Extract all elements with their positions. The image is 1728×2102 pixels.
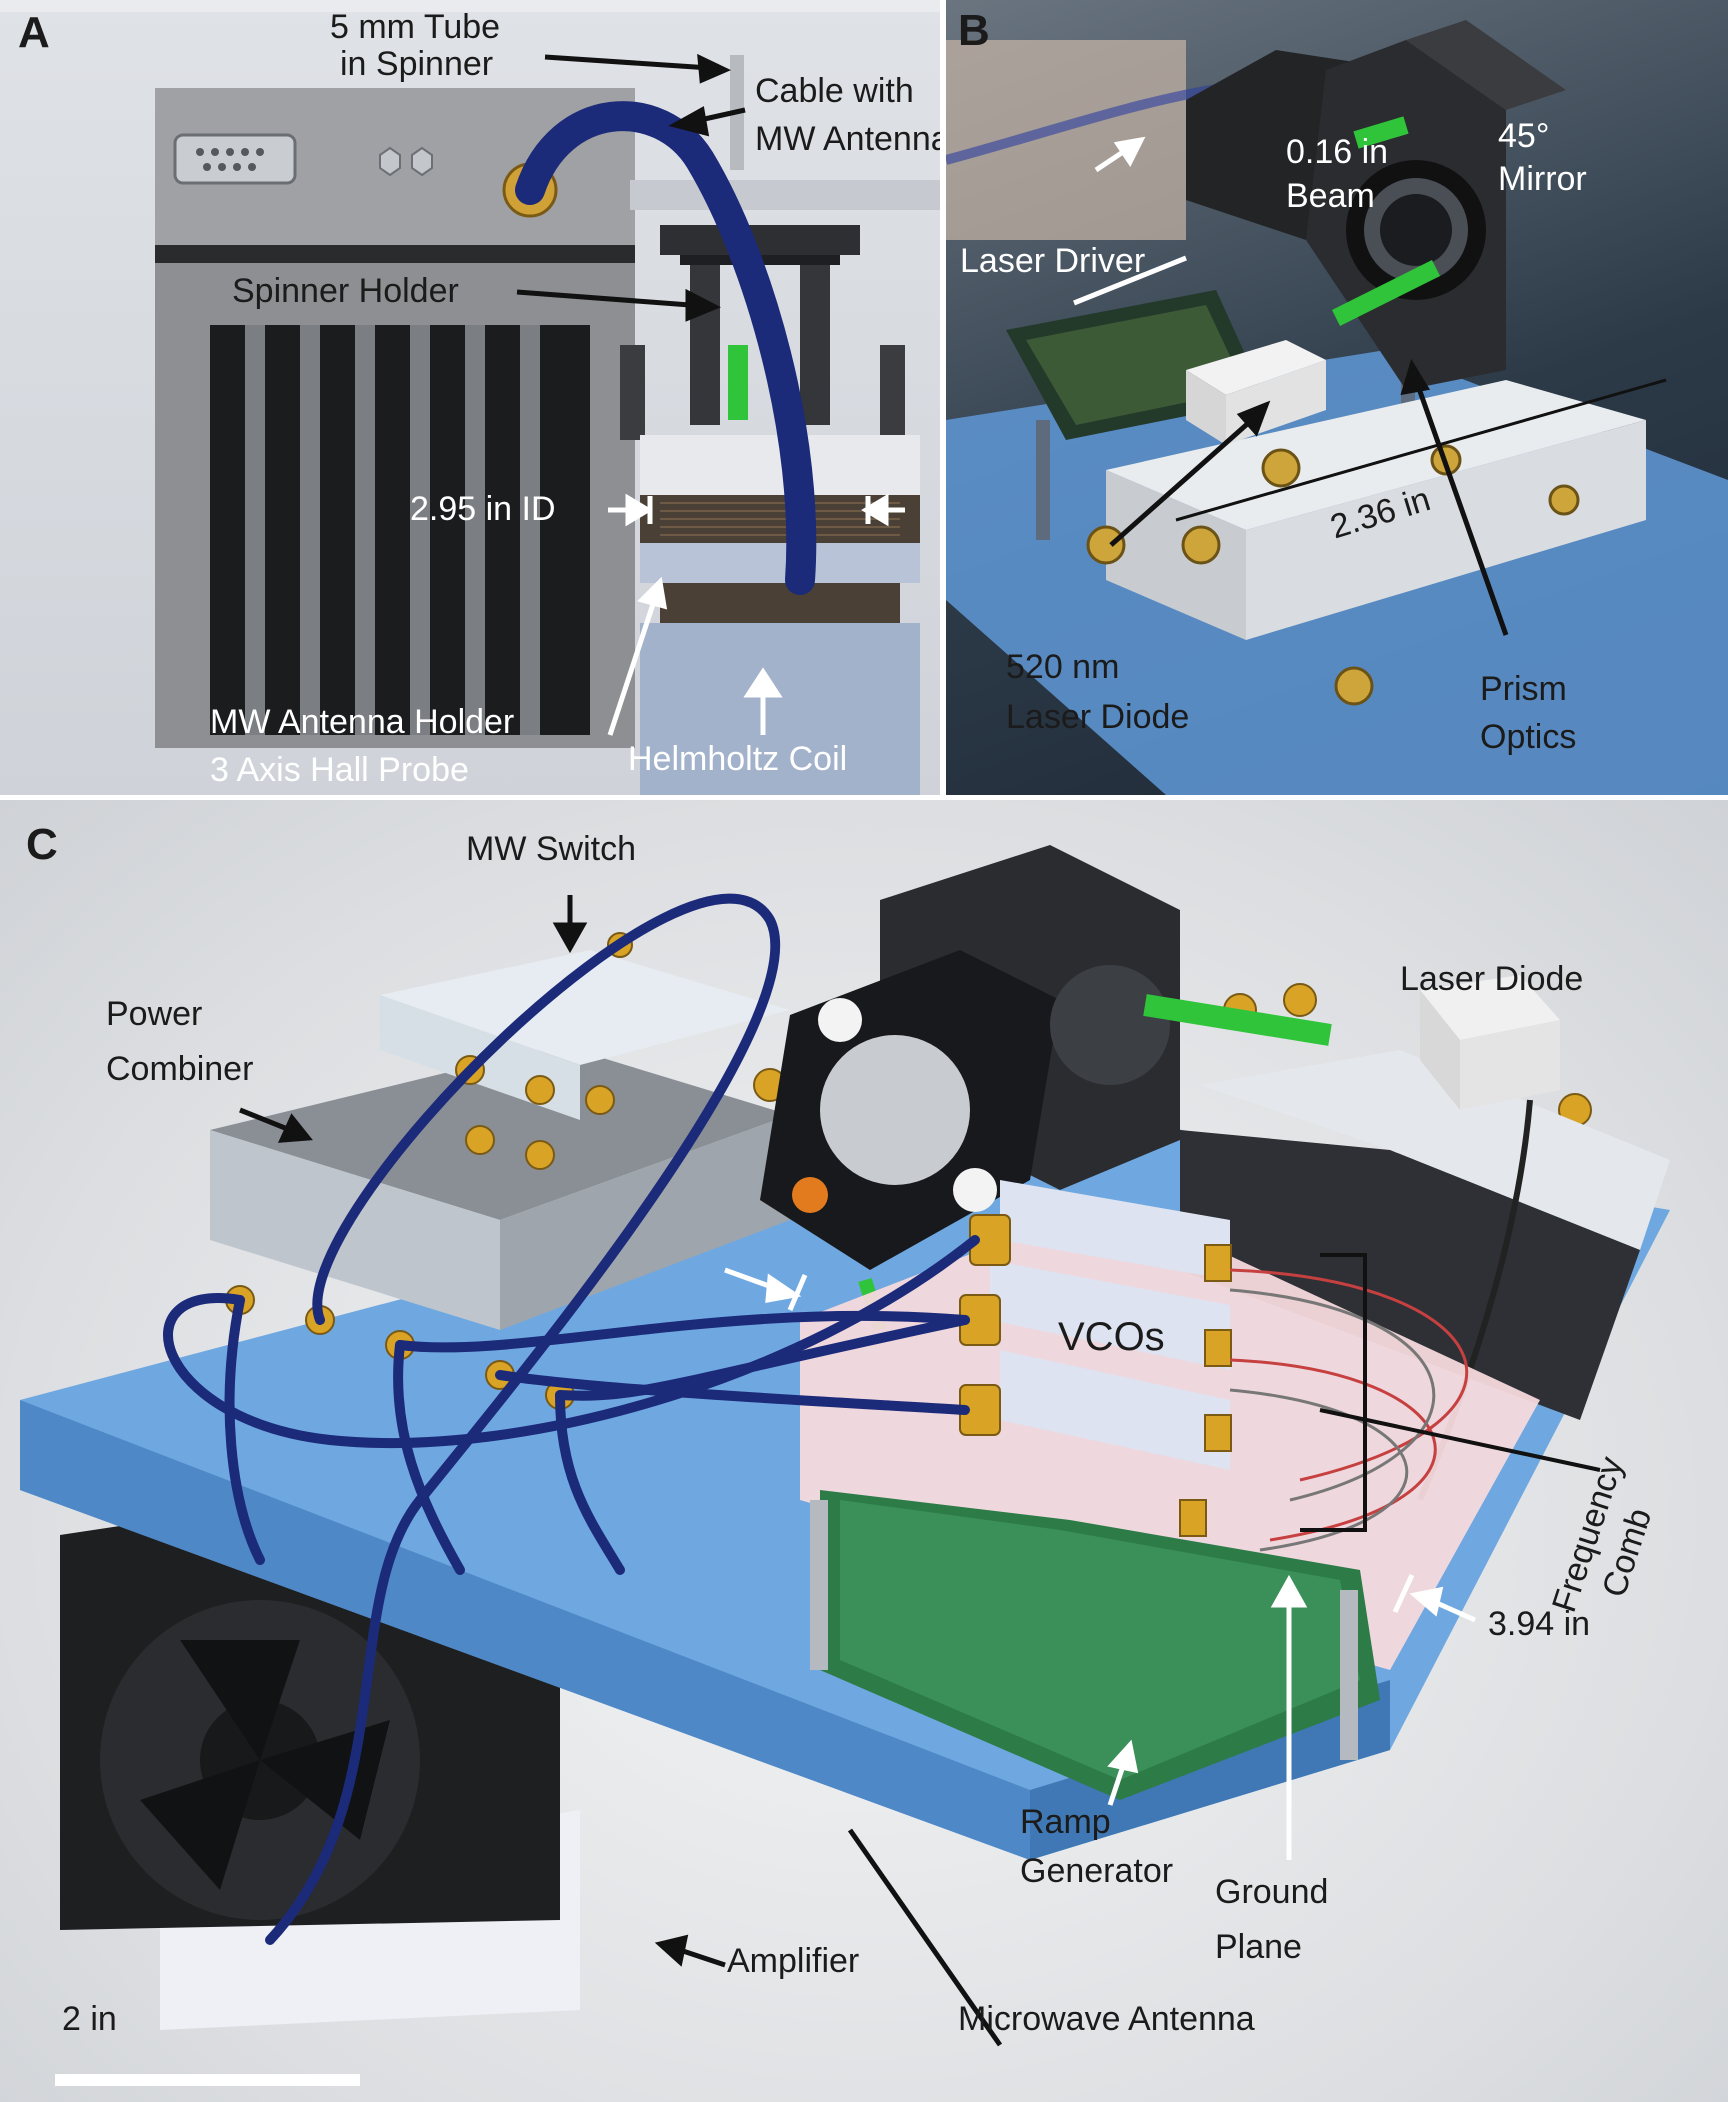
amplifier-label: Amplifier — [727, 1942, 860, 1980]
kinematic-mirror — [820, 1035, 970, 1185]
panel-a-render — [0, 0, 940, 795]
laser-beam-c — [1143, 994, 1332, 1046]
sample-green — [728, 345, 748, 420]
cable-label-line2: MW Antenna — [755, 120, 940, 158]
mw-switch — [380, 950, 790, 1065]
ground-plane-line2: Plane — [1215, 1928, 1302, 1966]
panel-letter-c: C — [26, 820, 58, 869]
panel-b-render — [946, 20, 1728, 795]
scale-bar — [55, 2074, 360, 2086]
power-combiner — [210, 1045, 790, 1220]
helmholtz-coil — [660, 583, 900, 623]
laser-diode — [1420, 975, 1560, 1040]
mw-switch-label: MW Switch — [466, 830, 636, 868]
mirror-angle-line2: Mirror — [1498, 160, 1587, 198]
panel-c: C MW Switch Power Combiner Laser Diode V… — [0, 800, 1728, 2102]
beam-size-line2: Beam — [1286, 177, 1375, 215]
prism-optics-line2: Optics — [1480, 718, 1577, 756]
laser-diode-label-line2: Laser Diode — [1006, 698, 1190, 736]
laser-beam-upper — [1353, 116, 1409, 149]
optics-block-top — [1106, 380, 1646, 530]
spinner-holder-label: Spinner Holder — [232, 272, 459, 310]
panel-b: B 0.16 in Beam 45° Mirror Laser Driver 2… — [946, 0, 1728, 795]
ramp-generator-line1: Ramp — [1020, 1803, 1111, 1841]
tube-label-line2: in Spinner — [340, 45, 494, 83]
mirror-angle-line1: 45° — [1498, 117, 1550, 155]
panel-a: A 5 mm Tube in Spinner Cable with MW Ant… — [0, 0, 940, 795]
inner-diameter-label: 2.95 in ID — [410, 490, 556, 528]
vco-modules — [990, 1180, 1230, 1470]
beam-size-line1: 0.16 in — [1286, 133, 1389, 171]
laser-diode-label-c: Laser Diode — [1400, 960, 1584, 998]
laser-diode-platform — [1200, 1050, 1670, 1250]
panel-letter-a: A — [18, 8, 50, 57]
antenna-cable — [515, 101, 817, 595]
helmholtz-coil-label: Helmholtz Coil — [628, 740, 848, 778]
power-combiner-line2: Combiner — [106, 1050, 254, 1088]
hall-probe-label: 3 Axis Hall Probe — [210, 751, 469, 789]
scale-bar-label: 2 in — [62, 2000, 117, 2038]
panel-letter-b: B — [958, 6, 990, 55]
ground-plane-line1: Ground — [1215, 1873, 1329, 1911]
mw-antenna-holder-label: MW Antenna Holder — [210, 703, 515, 741]
laser-beam-lower — [1331, 259, 1441, 327]
panel-c-render — [20, 845, 1670, 2047]
board-width-label: 3.94 in — [1488, 1605, 1591, 1643]
laser-diode-label-line1: 520 nm — [1006, 648, 1120, 686]
microwave-antenna-label: Microwave Antenna — [958, 2000, 1255, 2038]
prism-optics-line1: Prism — [1480, 670, 1567, 708]
ramp-generator-line2: Generator — [1020, 1852, 1174, 1890]
vcos-label: VCOs — [1058, 1315, 1165, 1359]
tube-label-line1: 5 mm Tube — [330, 8, 501, 46]
laser-driver-label: Laser Driver — [960, 242, 1146, 280]
coax-cables — [163, 893, 980, 1945]
power-combiner-line1: Power — [106, 995, 203, 1033]
cable-label-line1: Cable with — [755, 72, 914, 110]
db9-connector — [173, 133, 297, 185]
